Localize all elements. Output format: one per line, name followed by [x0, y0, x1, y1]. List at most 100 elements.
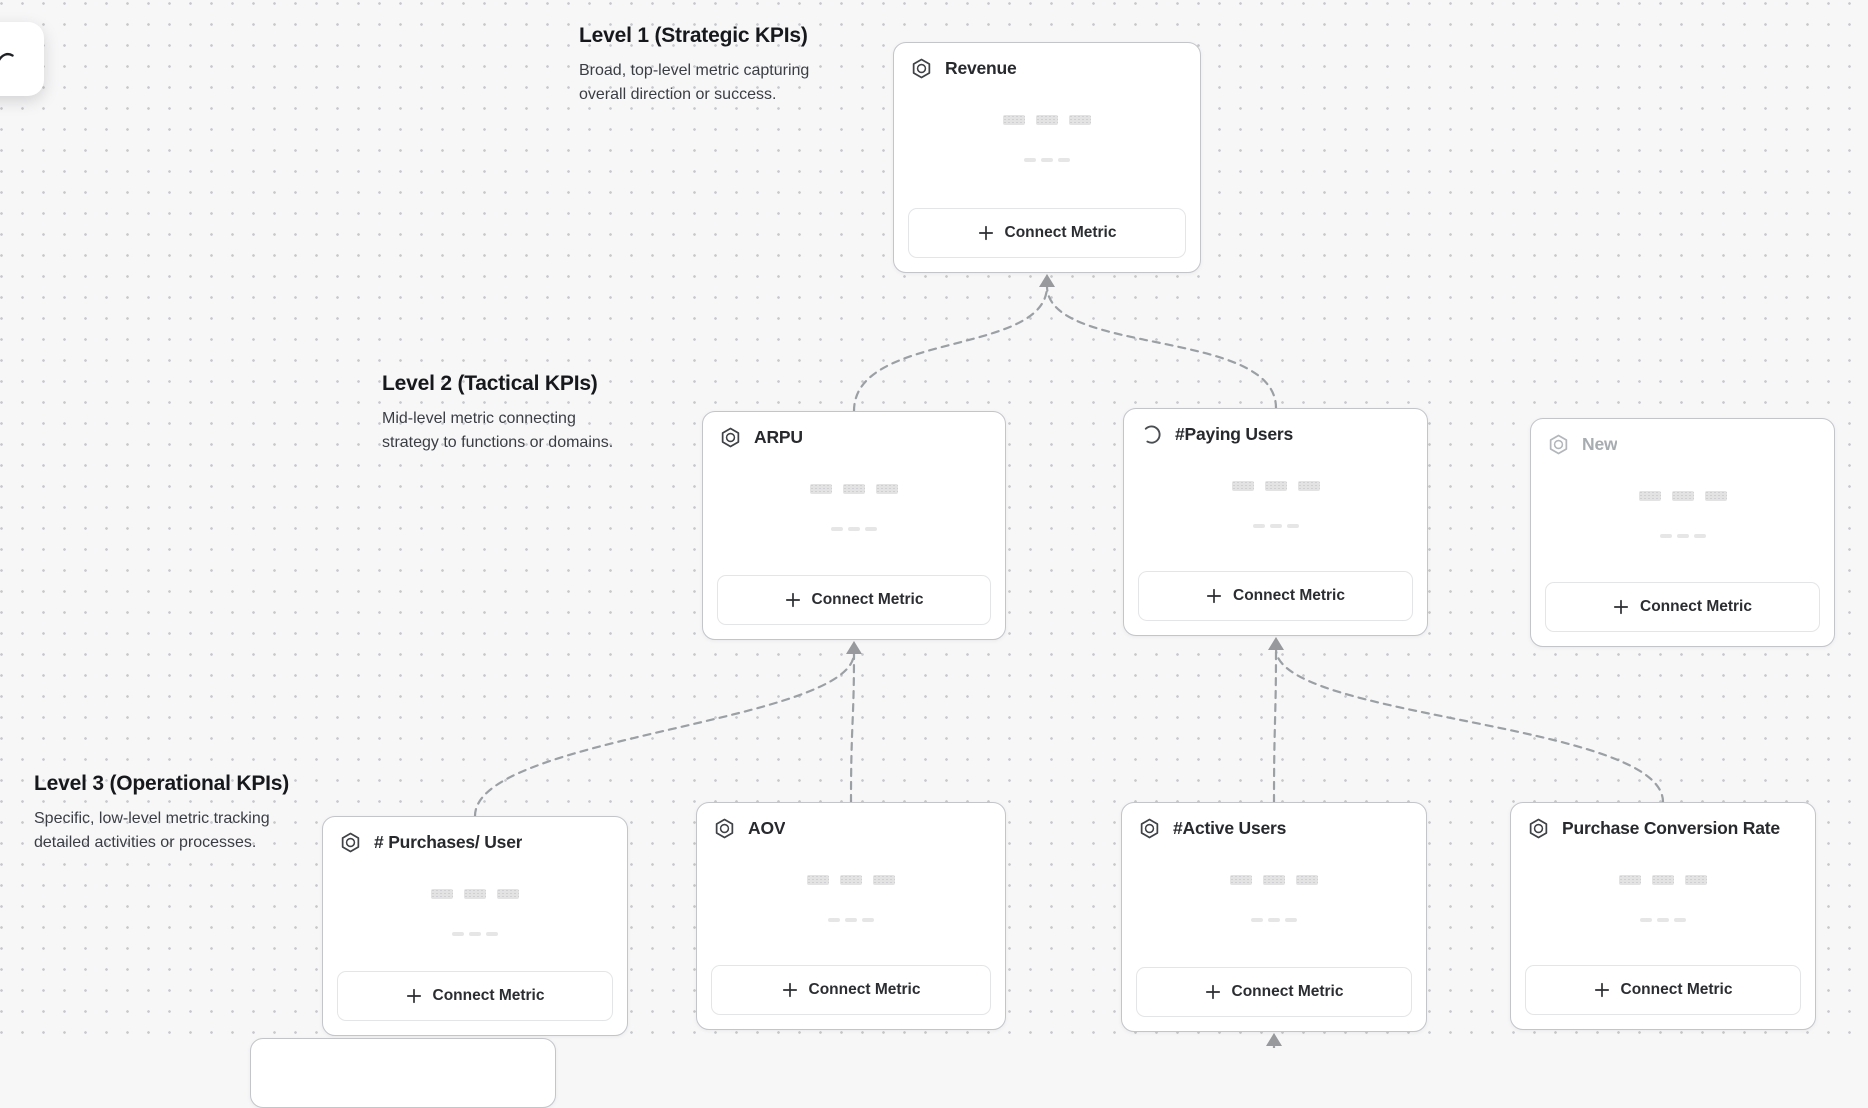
skeleton-bar [1263, 875, 1285, 885]
skeleton-bar [840, 875, 862, 885]
metric-card-arpu[interactable]: ARPU Connect Metric [702, 411, 1006, 640]
card-header: #Active Users [1138, 817, 1412, 840]
metric-card-peek[interactable] [250, 1038, 556, 1108]
connect-metric-button[interactable]: Connect Metric [717, 575, 991, 625]
skeleton-bar [1264, 481, 1287, 491]
card-header: #Paying Users [1140, 423, 1413, 446]
skeleton-dash [1269, 524, 1282, 528]
skeleton-bars [1511, 875, 1815, 885]
hexagon-metric-icon [1549, 434, 1568, 455]
skeleton-bar [1230, 875, 1252, 885]
skeleton-dash [452, 932, 464, 936]
level-label-level-1: Level 1 (Strategic KPIs) Broad, top-level… [579, 24, 831, 107]
connector-pcr-to-paying [1274, 647, 1665, 804]
skeleton-dash [865, 527, 877, 531]
level-description: Broad, top-level metric capturing overal… [579, 62, 810, 103]
plus-icon [782, 982, 797, 998]
connect-metric-label: Connect Metric [1233, 587, 1345, 604]
skeleton-dash [1268, 918, 1280, 922]
connect-metric-label: Connect Metric [1620, 981, 1733, 998]
skeleton-bar [873, 875, 895, 885]
level-description: Mid-level metric connecting strategy to … [382, 410, 614, 451]
skeleton-bar [1638, 491, 1661, 501]
card-header: Revenue [910, 57, 1186, 80]
skeleton-dashes [1511, 918, 1815, 922]
skeleton-dash [828, 918, 840, 922]
connector-paying-to-revenue [1045, 284, 1278, 410]
hexagon-metric-icon [721, 427, 740, 448]
hexagon-metric-icon [912, 58, 931, 79]
hexagon-metric-icon [715, 818, 734, 839]
skeleton-bar [1296, 875, 1318, 885]
skeleton-bar [1231, 481, 1254, 491]
card-header: Purchase Conversion Rate [1527, 817, 1801, 840]
connect-metric-button[interactable]: Connect Metric [1138, 571, 1413, 621]
skeleton-dash [1285, 918, 1297, 922]
connect-metric-label: Connect Metric [1004, 224, 1117, 241]
connect-metric-label: Connect Metric [432, 987, 545, 1004]
skeleton-dash [1640, 918, 1652, 922]
plus-icon [978, 225, 993, 241]
card-title: New [1582, 434, 1618, 454]
skeleton-dash [1058, 158, 1070, 162]
skeleton-dash [845, 918, 857, 922]
skeleton-dashes [1531, 534, 1834, 538]
connector-arpu-to-revenue [852, 284, 1049, 413]
cursor-stroke-icon [0, 52, 14, 61]
plus-icon [1613, 599, 1629, 615]
floating-toolbar-peek[interactable] [0, 22, 44, 96]
level-description: Specific, low-level metric tracking deta… [34, 810, 270, 851]
connect-metric-button[interactable]: Connect Metric [1545, 582, 1820, 632]
connect-metric-button[interactable]: Connect Metric [337, 971, 613, 1021]
card-title: Purchase Conversion Rate [1562, 818, 1780, 838]
skeleton-bars [697, 875, 1005, 885]
skeleton-bar [1069, 115, 1091, 125]
plus-icon [785, 592, 800, 608]
skeleton-dash [1041, 158, 1053, 162]
skeleton-bar [843, 484, 865, 494]
level-label-level-2: Level 2 (Tactical KPIs) Mid-level metric … [382, 372, 634, 455]
skeleton-dash [1693, 534, 1706, 538]
skeleton-bar [876, 484, 898, 494]
connector-active-to-paying [1272, 647, 1278, 804]
skeleton-dashes [1124, 524, 1427, 528]
skeleton-bars [894, 115, 1200, 125]
connect-metric-button[interactable]: Connect Metric [1525, 965, 1801, 1015]
connector-aov-to-arpu [849, 651, 856, 804]
skeleton-dash [862, 918, 874, 922]
metric-card-aov[interactable]: AOV Connect Metric [696, 802, 1006, 1030]
arrowhead-into-active [1266, 1033, 1282, 1046]
card-title: #Active Users [1173, 818, 1287, 838]
card-header: # Purchases/ User [339, 831, 613, 854]
skeleton-dashes [1122, 918, 1426, 922]
connect-metric-label: Connect Metric [1231, 983, 1344, 1000]
connect-metric-button[interactable]: Connect Metric [908, 208, 1186, 258]
skeleton-dash [1251, 918, 1263, 922]
skeleton-bars [1122, 875, 1426, 885]
level-title: Level 2 (Tactical KPIs) [382, 372, 598, 395]
card-title: AOV [748, 818, 786, 838]
skeleton-dashes [703, 527, 1005, 531]
skeleton-dash [486, 932, 498, 936]
card-header: New [1547, 433, 1820, 456]
card-header: AOV [713, 817, 991, 840]
skeleton-dash [1659, 534, 1672, 538]
skeleton-bars [1531, 491, 1834, 501]
plus-icon [1205, 984, 1220, 1000]
card-title: ARPU [754, 427, 803, 447]
skeleton-dash [1674, 918, 1686, 922]
connect-metric-button[interactable]: Connect Metric [711, 965, 991, 1015]
skeleton-bars [323, 889, 627, 899]
skeleton-dash [1252, 524, 1265, 528]
connect-metric-button[interactable]: Connect Metric [1136, 967, 1412, 1017]
skeleton-bar [810, 484, 832, 494]
level-title: Level 1 (Strategic KPIs) [579, 24, 808, 47]
connector-purchases-to-arpu [473, 651, 856, 818]
